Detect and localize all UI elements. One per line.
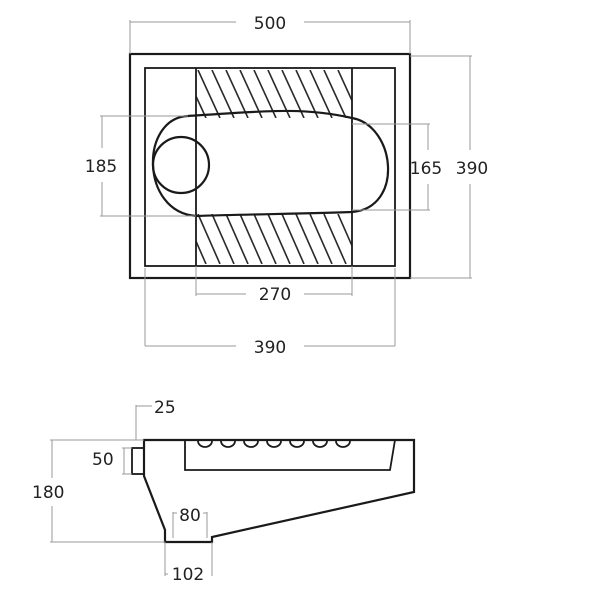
label-pipe-height: 50	[92, 450, 114, 470]
dimension-lines-top	[100, 20, 472, 347]
hatch-line	[309, 70, 333, 118]
hatch-line	[337, 214, 352, 248]
hatch-line	[239, 214, 263, 264]
label-base-outer: 102	[172, 565, 204, 585]
hatch-line	[225, 70, 249, 118]
label-total-height: 180	[32, 483, 64, 503]
hatch-line	[211, 214, 235, 264]
hatch-line	[267, 214, 291, 264]
top-view: 500 390 390 270 185 165	[85, 14, 488, 358]
hatch-line	[253, 70, 277, 118]
rim-scallops	[197, 440, 351, 448]
hatch-line	[309, 214, 333, 264]
hatch-line	[170, 70, 192, 118]
label-pipe-offset: 25	[154, 398, 176, 418]
drain-hole	[151, 135, 211, 195]
rim-scallop	[197, 440, 213, 448]
bowl-cavity	[184, 439, 396, 471]
hatch-line	[295, 214, 319, 264]
rim-scallop	[312, 440, 328, 448]
hatch-line	[197, 214, 221, 264]
rim-scallop	[243, 440, 259, 448]
hatch-line	[196, 239, 207, 264]
side-view: 25 50 180 80 102	[32, 398, 416, 585]
hatch-line	[323, 70, 347, 118]
dimension-lines-side	[50, 405, 213, 576]
inner-frame	[144, 67, 396, 267]
label-left-span: 185	[85, 157, 117, 177]
hatch-line	[366, 214, 388, 264]
hatch-line	[295, 70, 319, 118]
hatch-line	[281, 70, 305, 118]
hatch-line	[211, 70, 235, 118]
rim-scallop	[266, 440, 282, 448]
label-overall-depth: 390	[456, 159, 488, 179]
hatch-line	[366, 70, 388, 118]
hatch-line	[239, 70, 263, 118]
pan-opening	[151, 109, 390, 218]
hatch-line	[323, 214, 347, 264]
rim-scallop	[289, 440, 305, 448]
label-right-span: 165	[410, 159, 442, 179]
rim-scallop	[220, 440, 236, 448]
hatch-line	[337, 70, 352, 103]
hatch-line	[197, 70, 221, 118]
hatch-line	[170, 214, 192, 264]
label-inner-width: 390	[254, 338, 286, 358]
outlet-pipe	[131, 447, 145, 475]
hatch-line	[196, 94, 207, 118]
hatch-line	[253, 214, 277, 264]
label-base-inner: 80	[179, 506, 201, 526]
outer-frame	[128, 52, 412, 280]
hatch-line	[281, 214, 305, 264]
tread-hatch-bottom	[170, 214, 388, 264]
rim-scallop	[335, 440, 351, 448]
hatch-line	[351, 214, 352, 216]
label-hatch-span: 270	[259, 285, 291, 305]
label-overall-width: 500	[254, 14, 286, 34]
hatch-line	[225, 214, 249, 264]
hatch-line	[351, 70, 352, 72]
